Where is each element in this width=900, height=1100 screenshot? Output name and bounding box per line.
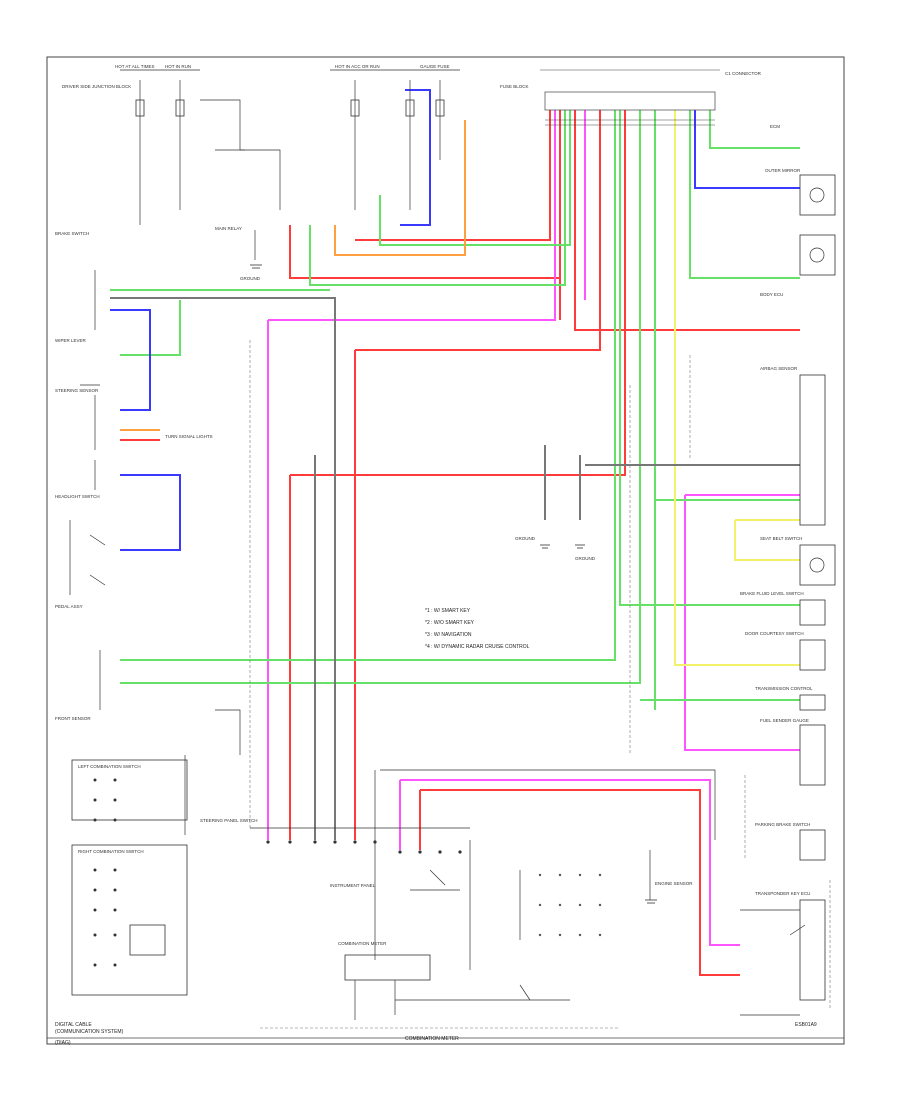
gray-wires bbox=[110, 297, 800, 840]
footer-center-title: COMBINATION METER bbox=[405, 1036, 459, 1042]
dashed-boundaries bbox=[249, 340, 831, 1029]
brake-fluid-label: BRAKE FLUID LEVEL SWITCH bbox=[740, 591, 804, 596]
ground-right-label: GROUND bbox=[575, 556, 596, 561]
left-combination-switch-box bbox=[71, 759, 188, 821]
meter-grid-dots bbox=[538, 873, 602, 937]
ground-symbols bbox=[250, 264, 657, 904]
gauge-fuse-label: GAUGE FUSE bbox=[420, 64, 450, 69]
top-right-connector bbox=[540, 69, 720, 126]
right-combination-switch-box bbox=[71, 844, 188, 996]
footer-left-title-2: (COMMUNICATION SYSTEM) bbox=[55, 1029, 124, 1035]
parking-brake-label: PARKING BRAKE SWITCH bbox=[755, 822, 810, 827]
front-sensor-label: FRONT SENSOR bbox=[55, 716, 91, 721]
left-combination-switch-label: LEFT COMBINATION SWITCH bbox=[78, 764, 141, 769]
right-components bbox=[799, 174, 836, 1001]
green-wires bbox=[110, 110, 800, 710]
airbag-sensor-label: AIRBAG SENSOR bbox=[760, 366, 798, 371]
hot-in-run-label: HOT IN RUN bbox=[165, 64, 191, 69]
red-wires bbox=[120, 110, 800, 976]
orange-wires bbox=[120, 120, 466, 431]
diagram-frame bbox=[46, 56, 845, 1045]
connector-label: C1 CONNECTOR bbox=[725, 71, 762, 76]
turn-signal-label: TURN SIGNAL LIGHTS bbox=[165, 434, 213, 439]
footer-right-code: ESB01A9 bbox=[795, 1022, 817, 1028]
pedal-assy-label: PEDAL ASSY bbox=[55, 604, 83, 609]
bottom-connector-pins bbox=[266, 840, 462, 854]
right-combination-switch-label: RIGHT COMBINATION SWITCH bbox=[78, 849, 144, 854]
instrument-panel-label: INSTRUMENT PANEL bbox=[330, 883, 376, 888]
footer-left-code: (DIAG) bbox=[55, 1040, 71, 1046]
magenta-wires bbox=[267, 110, 800, 946]
switch-contacts bbox=[93, 778, 117, 967]
note-line-2: *2 : W/O SMART KEY bbox=[425, 620, 475, 626]
fuel-sender-label: FUEL SENDER GAUGE bbox=[760, 718, 809, 723]
combination-meter-area bbox=[250, 769, 806, 1020]
ground-left-label: GROUND bbox=[515, 536, 536, 541]
headlight-switch-label: HEADLIGHT SWITCH bbox=[55, 494, 100, 499]
yellow-wires bbox=[674, 110, 800, 666]
blue-wires bbox=[110, 89, 800, 551]
steering-panel-label: STEERING PANEL SWITCH bbox=[200, 818, 258, 823]
ground-ref-label: GROUND bbox=[240, 276, 261, 281]
note-line-3: *3 : W/ NAVIGATION bbox=[425, 632, 472, 638]
main-relay-label: MAIN RELAY bbox=[215, 226, 242, 231]
note-line-4: *4 : W/ DYNAMIC RADAR CRUISE CONTROL bbox=[425, 644, 530, 650]
body-ecu-label: BODY ECU bbox=[760, 292, 783, 297]
door-courtesy-label: DOOR COURTESY SWITCH bbox=[745, 631, 804, 636]
engine-sensor-label: ENGINE SENSOR bbox=[655, 881, 693, 886]
hot-in-acc-label: HOT IN ACC OR RUN bbox=[335, 64, 380, 69]
note-line-1: *1 : W/ SMART KEY bbox=[425, 608, 471, 614]
ecm-label: ECM bbox=[770, 124, 780, 129]
steering-sensor-label: STEERING SENSOR bbox=[55, 388, 99, 393]
combination-meter-inner-label: COMBINATION METER bbox=[338, 941, 387, 946]
outer-mirror-label: OUTER MIRROR bbox=[765, 168, 801, 173]
brake-switch-label: BRAKE SWITCH bbox=[55, 231, 89, 236]
seat-belt-label: SEAT BELT SWITCH bbox=[760, 536, 802, 541]
wiper-lever-label: WIPER LEVER bbox=[55, 338, 87, 343]
hot-at-all-times-label: HOT AT ALL TIMES bbox=[115, 64, 155, 69]
footer-left-title-1: DIGITAL CABLE bbox=[55, 1022, 92, 1028]
top-fuse-feeds bbox=[120, 69, 460, 260]
left-components bbox=[69, 270, 241, 835]
fuse-block-label: FUSE BLOCK bbox=[500, 84, 529, 89]
transmission-label: TRANSMISSION CONTROL bbox=[755, 686, 813, 691]
junction-block-label: DRIVER SIDE JUNCTION BLOCK bbox=[62, 84, 131, 89]
transponder-label: TRANSPONDER KEY ECU bbox=[755, 891, 810, 896]
